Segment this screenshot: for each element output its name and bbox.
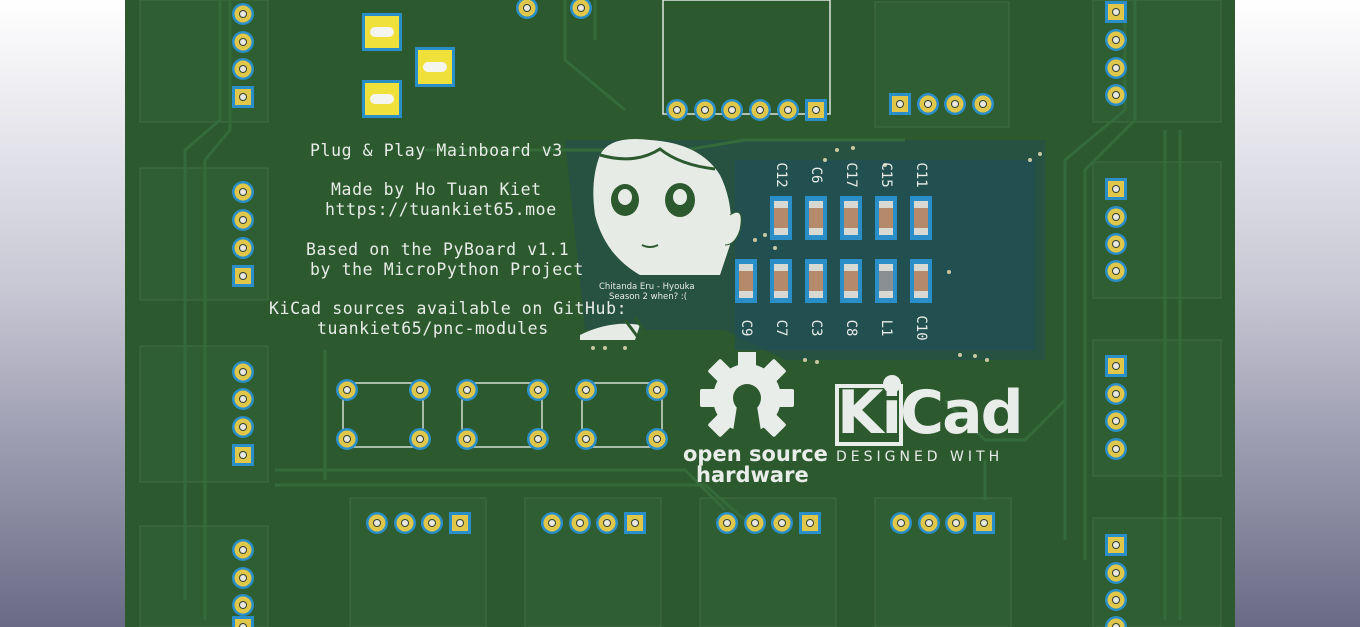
kicad-k-box: [835, 384, 903, 446]
ref-c3: C3: [808, 319, 824, 337]
ref-c12: C12: [773, 162, 789, 188]
ref-c7: C7: [773, 319, 789, 337]
silk-author: Made by Ho Tuan Kiet: [331, 180, 542, 199]
artwork-caption-2: Season 2 when? :(: [609, 292, 688, 302]
ref-c15: C15: [878, 162, 894, 188]
c6-capacitor: [805, 196, 827, 240]
oshw-gear-icon: [700, 352, 794, 444]
chitanda-artwork: [580, 139, 742, 340]
silk-sources: KiCad sources available on GitHub:: [269, 299, 628, 318]
artwork-caption-1: Chitanda Eru - Hyouka: [599, 282, 695, 292]
silk-title: Plug & Play Mainboard v3: [310, 141, 563, 160]
ref-c10: C10: [913, 315, 929, 341]
c12-capacitor: [770, 196, 792, 240]
c15-capacitor: [875, 196, 897, 240]
silk-url: https://tuankiet65.moe: [325, 200, 557, 219]
ref-l1: L1: [878, 319, 894, 337]
pad-layer: [232, 0, 1127, 627]
ref-c8: C8: [843, 319, 859, 337]
c9-capacitor: [735, 259, 757, 303]
ref-c11: C11: [913, 162, 929, 188]
c8-capacitor: [840, 259, 862, 303]
kicad-wordmark: KiCad: [837, 378, 1024, 448]
silk-based-on: Based on the PyBoard v1.1: [306, 240, 570, 259]
c11-capacitor: [910, 196, 932, 240]
c10-capacitor: [910, 259, 932, 303]
ref-c6: C6: [808, 166, 824, 184]
ref-c17: C17: [843, 162, 859, 188]
c3-capacitor: [805, 259, 827, 303]
c17-capacitor: [840, 196, 862, 240]
oshw-text-line2: hardware: [696, 463, 809, 487]
c7-capacitor: [770, 259, 792, 303]
l1-inductor: [875, 259, 897, 303]
silk-micropython: by the MicroPython Project: [310, 260, 584, 279]
ref-c9: C9: [738, 319, 754, 337]
silk-repo: tuankiet65/pnc-modules: [317, 319, 549, 338]
pcb-board: Plug & Play Mainboard v3 Made by Ho Tuan…: [125, 0, 1235, 627]
kicad-dot-icon: [883, 375, 901, 393]
kicad-tagline: DESIGNED WITH: [836, 449, 1004, 465]
oshw-text-line1: open source: [683, 442, 828, 466]
kicad-logo: KiCad: [835, 375, 1025, 449]
